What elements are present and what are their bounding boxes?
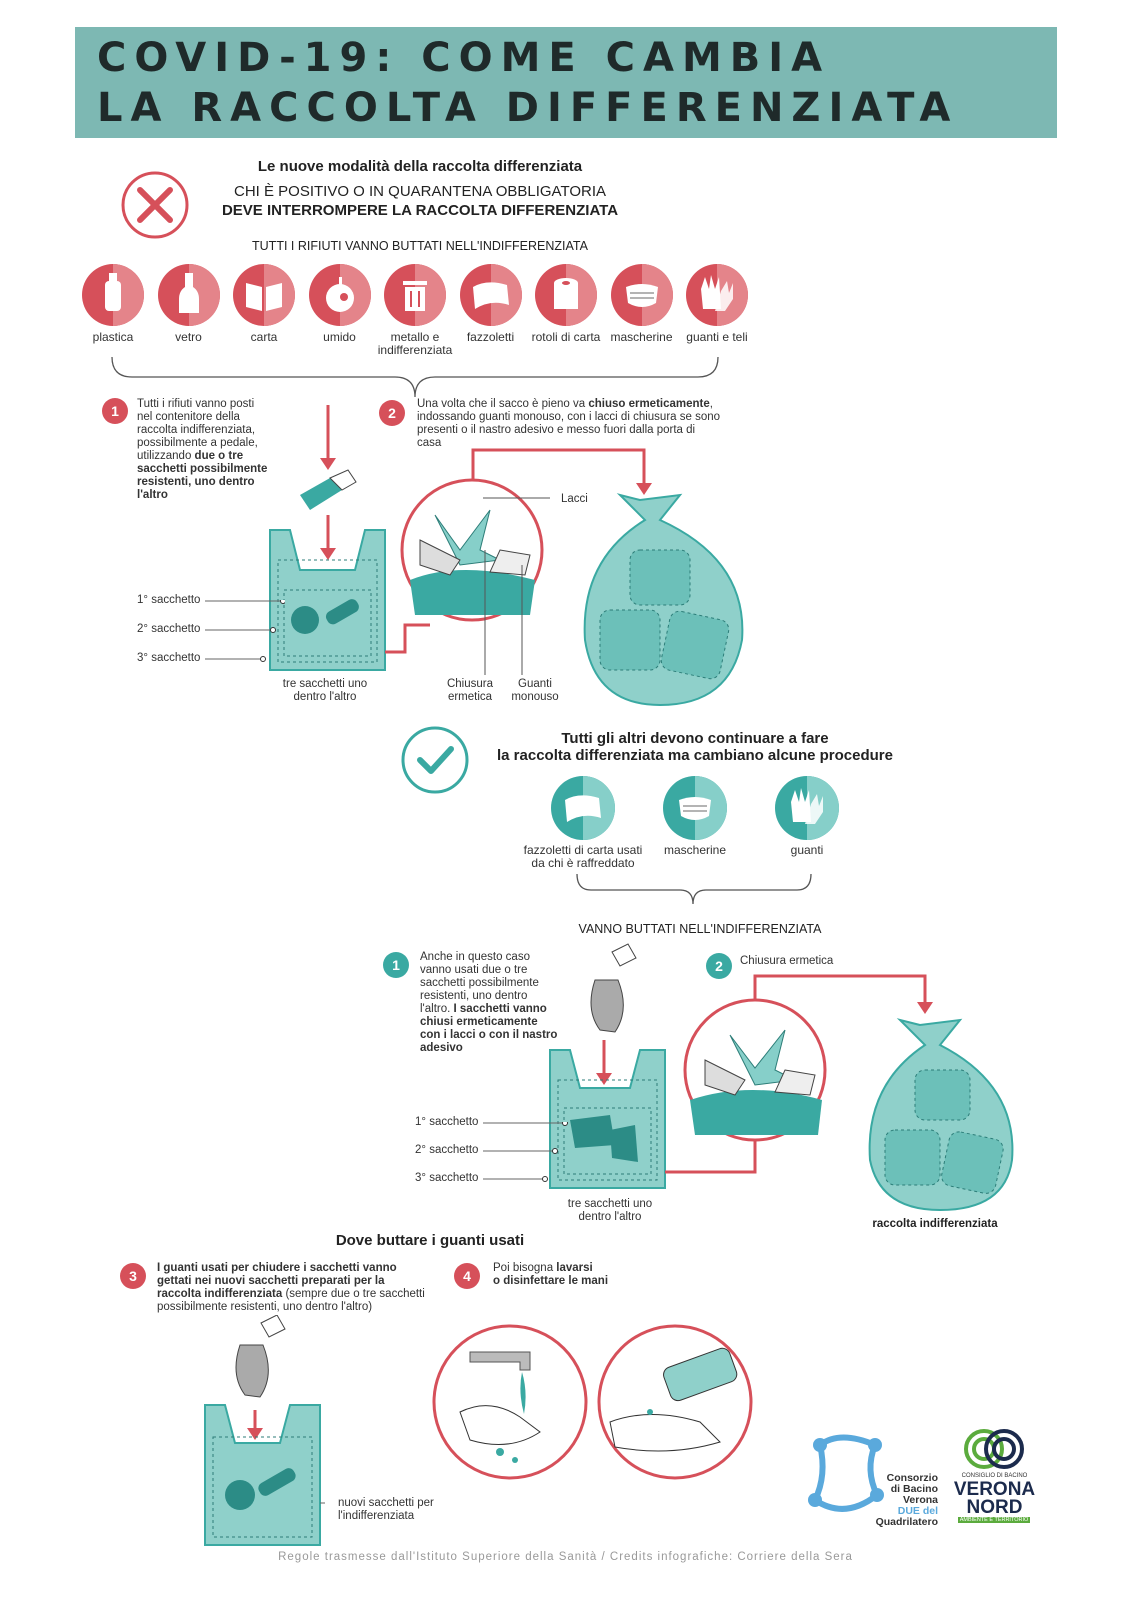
step2-others-number: 2	[706, 953, 732, 979]
others-item-label: mascherine	[663, 843, 727, 857]
others-illustration	[549, 943, 1014, 1212]
waste-label: umido	[323, 330, 356, 344]
sacchetto2-label: 2° sacchetto	[137, 623, 201, 635]
new-bags-label: nuovi sacchetti per l'indifferenziata	[338, 1497, 434, 1522]
check-icon	[401, 726, 469, 794]
section-title: Le nuove modalità della raccolta differe…	[257, 158, 583, 175]
mask-icon	[663, 776, 727, 840]
positive-line1: CHI È POSITIVO O IN QUARANTENA OBBLIGATO…	[233, 183, 607, 200]
plastic-bottle-icon	[82, 264, 144, 326]
guanti-monouso-label: Guanti monouso	[511, 678, 559, 703]
sacchetto-leader-lines	[205, 600, 285, 662]
three-bags-label-2: tre sacchetti uno dentro l'altro	[567, 1198, 653, 1223]
sacchetto3-label: 3° sacchetto	[137, 652, 201, 664]
gloves-icon	[775, 776, 839, 840]
sacchetto1-label-2: 1° sacchetto	[415, 1116, 479, 1128]
header-title-line1: COVID-19: COME CAMBIA	[97, 35, 831, 81]
step1-positive-text: Tutti i rifiuti vanno posti nel contenit…	[137, 398, 268, 501]
verona-nord-tag: AMBIENTE E TERRITORIO	[958, 1517, 1030, 1523]
others-line2: la raccolta differenziata ma cambiano al…	[497, 747, 893, 764]
waste-label: metallo e indifferenziata	[377, 330, 453, 357]
others-line1: Tutti gli altri devono continuare a fare	[561, 730, 829, 747]
glass-bottle-icon	[157, 264, 220, 326]
raccolta-label: raccolta indifferenziata	[872, 1218, 998, 1230]
lacci-label: Lacci	[561, 493, 588, 505]
all-waste-note: TUTTI I RIFIUTI VANNO BUTTATI NELL'INDIF…	[252, 239, 588, 253]
paper-book-icon	[233, 264, 295, 326]
verona-nord-small: CONSIGLIO DI BACINO	[961, 1473, 1028, 1479]
others-item-label: guanti	[790, 843, 824, 857]
gloves-bag-illustration	[204, 1315, 325, 1546]
trash-bin-icon	[384, 264, 446, 326]
sacchetto-leader-lines-2	[483, 1122, 568, 1182]
consorzio-logo-icon	[808, 1434, 884, 1512]
gloves-icon	[686, 264, 748, 326]
footer-credits: Regole trasmesse dall'Istituto Superiore…	[278, 1551, 853, 1563]
waste-label: guanti e teli	[686, 330, 748, 344]
verona-nord-title: VERONA NORD	[953, 1479, 1036, 1518]
step2-positive-text: Una volta che il sacco è pieno va chiuso…	[417, 398, 721, 449]
consorzio-logo-text: Consorzio di Bacino Verona DUE del Quadr…	[875, 1472, 938, 1528]
waste-label: plastica	[92, 330, 134, 344]
header-title-line2: LA RACCOLTA DIFFERENZIATA	[97, 85, 959, 131]
x-icon	[121, 171, 189, 239]
step1-others-text: Anche in questo caso vanno usati due o t…	[420, 951, 558, 1054]
mask-icon	[610, 264, 673, 326]
sacchetto2-label-2: 2° sacchetto	[415, 1144, 479, 1156]
bracket	[111, 356, 719, 398]
step1-others-number: 1	[383, 952, 409, 978]
to-indiff-note: VANNO BUTTATI NELL'INDIFFERENZIATA	[578, 922, 822, 936]
positive-illustration	[269, 405, 744, 707]
gloves-title: Dove buttare i guanti usati	[335, 1232, 525, 1249]
handwashing-illustration	[432, 1324, 753, 1480]
waste-label: carta	[250, 330, 278, 344]
waste-label: fazzoletti	[466, 330, 515, 344]
bracket-2	[576, 873, 812, 905]
step1-number: 1	[102, 398, 128, 424]
step4-number: 4	[454, 1263, 480, 1289]
organic-apple-icon	[308, 264, 371, 326]
three-bags-label: tre sacchetti uno dentro l'altro	[282, 678, 368, 703]
chiusura-label: Chiusura ermetica	[446, 678, 494, 703]
verona-nord-logo-icon	[964, 1429, 1024, 1469]
step3-number: 3	[120, 1263, 146, 1289]
tissue-icon	[459, 264, 522, 326]
sacchetto3-label-2: 3° sacchetto	[415, 1172, 479, 1184]
waste-label: rotoli di carta	[531, 330, 601, 344]
step3-text: I guanti usati per chiudere i sacchetti …	[157, 1262, 425, 1313]
others-item-label: fazzoletti di carta usati da chi è raffr…	[523, 843, 643, 870]
tissue-icon	[551, 776, 615, 840]
paper-roll-icon	[535, 264, 597, 326]
waste-label: vetro	[175, 330, 202, 344]
sacchetto1-label: 1° sacchetto	[137, 594, 201, 606]
step2-others-text: Chiusura ermetica	[740, 955, 834, 967]
positive-line2: DEVE INTERROMPERE LA RACCOLTA DIFFERENZI…	[221, 202, 619, 219]
step2-number: 2	[379, 400, 405, 426]
header-banner: COVID-19: COME CAMBIA LA RACCOLTA DIFFER…	[75, 27, 1057, 138]
waste-label: mascherine	[610, 330, 673, 344]
